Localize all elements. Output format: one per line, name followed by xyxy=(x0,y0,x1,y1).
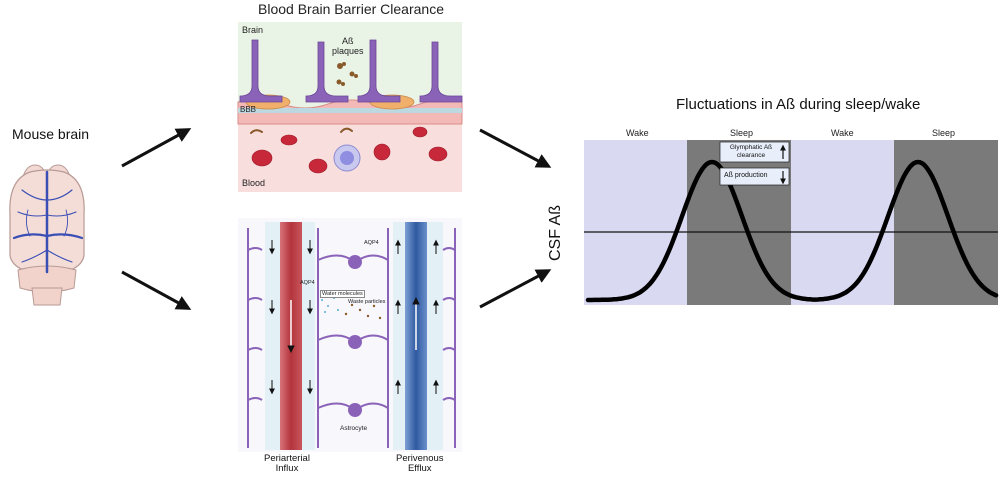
csf-abeta-ylabel: CSF Aß xyxy=(547,204,565,262)
phase-label-wake-1: Wake xyxy=(626,128,649,138)
waste-particles-label: Waste particles xyxy=(348,299,386,305)
astrocyte-label: Astrocyte xyxy=(340,425,368,432)
bbb-brain-label: Brain xyxy=(242,25,264,35)
aqp4-left-label: AQP4 xyxy=(300,280,315,286)
abeta-production-box xyxy=(719,167,790,186)
arrow-brain-to-bbb xyxy=(121,128,192,168)
phase-band-wake-1 xyxy=(584,140,687,305)
phase-band-wake-2 xyxy=(791,140,894,305)
bbb-panel xyxy=(237,22,463,192)
abeta-production-text: Aß production xyxy=(724,172,768,179)
flow-arrows xyxy=(121,128,552,310)
periarterial-influx-label: Periarterial Influx xyxy=(264,453,310,474)
sleep-wake-graph xyxy=(584,140,999,305)
phase-band-sleep-1 xyxy=(687,140,791,305)
glymphatic-clearance-text: Glymphatic Aß clearance xyxy=(729,144,773,159)
arrow-bbb-to-graph xyxy=(479,128,552,168)
phase-label-sleep-2: Sleep xyxy=(932,128,956,138)
csf-abeta-curve xyxy=(585,159,999,303)
bbb-blood-label: Blood xyxy=(242,178,266,188)
bbb-panel-title: Blood Brain Barrier Clearance xyxy=(258,1,444,17)
phase-label-wake-2: Wake xyxy=(831,128,854,138)
mouse-brain-illustration xyxy=(9,164,85,306)
water-molecules-label: Water molecules xyxy=(320,290,365,298)
bbb-barrier-label: BBB xyxy=(240,105,257,114)
mouse-brain-label: Mouse brain xyxy=(12,126,90,142)
arrow-glymphatic-to-graph xyxy=(479,269,552,309)
perivenous-efflux-label: Perivenous Efflux xyxy=(396,453,444,474)
glymphatic-panel xyxy=(238,218,462,452)
bbb-plaques-label: Aß plaques xyxy=(332,36,364,56)
aqp4-right-label: AQP4 xyxy=(364,240,379,246)
glymphatic-clearance-box xyxy=(719,141,790,163)
phase-label-sleep-1: Sleep xyxy=(730,128,754,138)
sleep-panel-title: Fluctuations in Aß during sleep/wake xyxy=(676,96,921,113)
arrow-brain-to-glymphatic xyxy=(121,270,192,310)
